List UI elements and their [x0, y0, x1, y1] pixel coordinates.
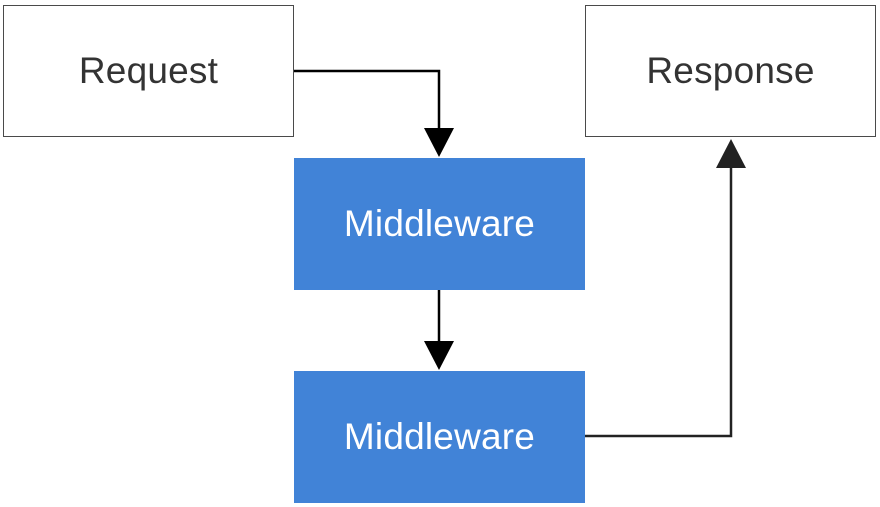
arrowhead-request-to-middleware — [424, 128, 454, 157]
middleware-node-1: Middleware — [294, 158, 585, 290]
arrowhead-middleware-to-middleware — [424, 341, 454, 370]
arrowhead-middleware-to-response — [716, 139, 746, 168]
arrow-request-to-middleware — [294, 69, 441, 130]
middleware-label-2: Middleware — [343, 416, 536, 457]
arrow-middleware-to-response — [585, 166, 733, 438]
request-label: Request — [78, 50, 219, 91]
request-node: Request — [3, 5, 294, 137]
response-node: Response — [585, 5, 876, 137]
middleware-node-2: Middleware — [294, 371, 585, 503]
response-label: Response — [646, 50, 815, 91]
middleware-label-1: Middleware — [343, 203, 536, 244]
